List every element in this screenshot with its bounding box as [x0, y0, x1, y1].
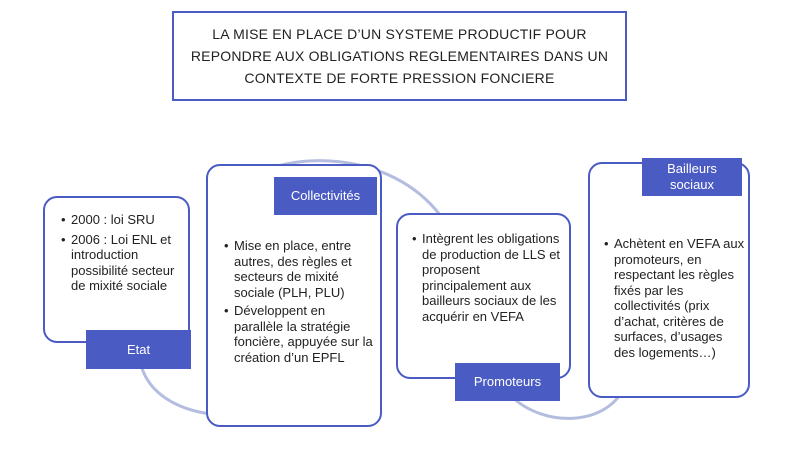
collectivites-bullet-list: Mise en place, entre autres, des règles … [224, 238, 376, 365]
label-bailleurs: Bailleurs sociaux [642, 158, 742, 196]
diagram-title: LA MISE EN PLACE D’UN SYSTEME PRODUCTIF … [190, 26, 609, 86]
label-promoteurs: Promoteurs [455, 363, 560, 401]
etat-item-2: 2006 : Loi ENL et introduction possibili… [61, 232, 181, 294]
panel-bailleurs: Achètent en VEFA aux promoteurs, en resp… [588, 162, 750, 398]
label-collectivites: Collectivités [274, 177, 377, 215]
panel-promoteurs: Intègrent les obligations de production … [396, 213, 571, 379]
etat-item-1: 2000 : loi SRU [61, 212, 181, 228]
diagram-title-box: LA MISE EN PLACE D’UN SYSTEME PRODUCTIF … [172, 11, 627, 101]
panel-etat: 2000 : loi SRU 2006 : Loi ENL et introdu… [43, 196, 190, 343]
bailleurs-item-1: Achètent en VEFA aux promoteurs, en resp… [604, 236, 746, 360]
bailleurs-bullet-list: Achètent en VEFA aux promoteurs, en resp… [604, 236, 746, 360]
promoteurs-item-1: Intègrent les obligations de production … [412, 231, 562, 324]
collectivites-item-1: Mise en place, entre autres, des règles … [224, 238, 376, 300]
label-etat: Etat [86, 330, 191, 369]
collectivites-item-2: Développent en parallèle la stratégie fo… [224, 303, 376, 365]
promoteurs-bullet-list: Intègrent les obligations de production … [412, 231, 562, 324]
etat-bullet-list: 2000 : loi SRU 2006 : Loi ENL et introdu… [61, 212, 181, 294]
